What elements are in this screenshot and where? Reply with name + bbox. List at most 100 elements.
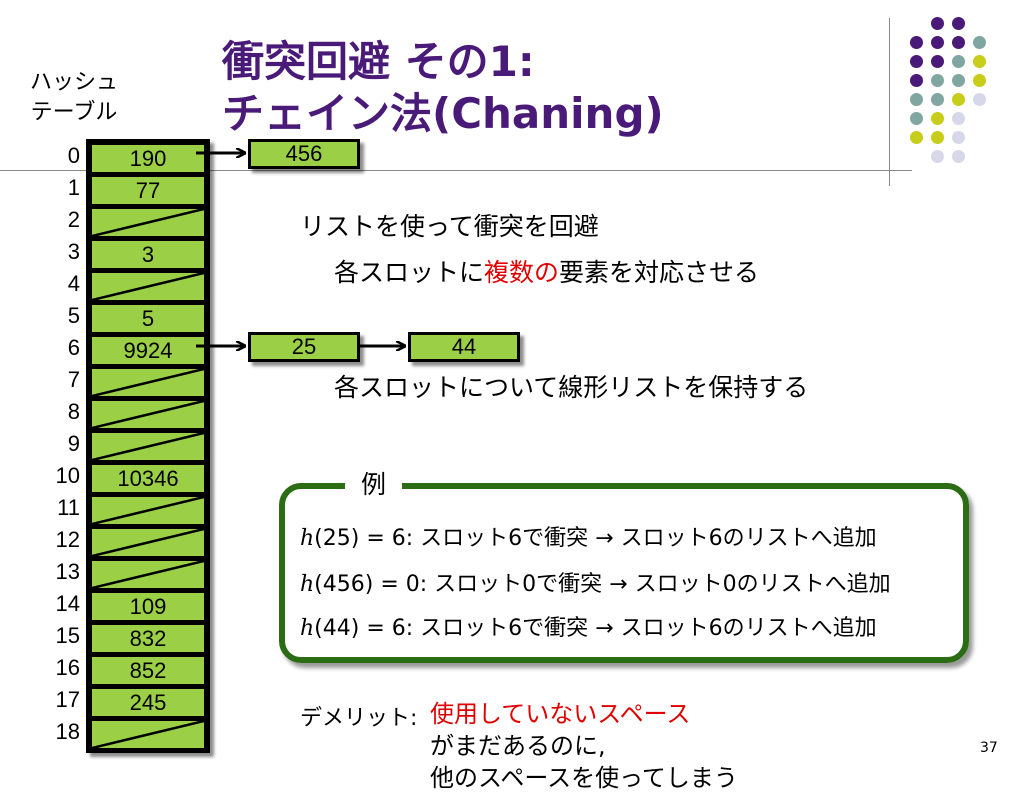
slot-index-3: 3	[67, 239, 80, 264]
hash-slot-12-empty	[92, 529, 204, 556]
demerit-label: デメリット:	[300, 706, 418, 731]
text-line-2-highlight: 複数の	[484, 258, 560, 287]
decorative-dot	[952, 131, 965, 144]
text-line-2-prefix: 各スロットに	[334, 258, 485, 287]
hash-slot-13-empty	[92, 561, 204, 588]
slot-index-1: 1	[67, 175, 80, 200]
slot-index-8: 8	[67, 399, 80, 424]
null-slash-icon	[92, 401, 204, 428]
null-slash-icon	[92, 273, 204, 300]
decorative-dot	[952, 93, 965, 106]
example-line-1: h(25) = 6: スロット6で衝突 → スロット6のリストへ追加	[300, 526, 877, 551]
slot-index-11: 11	[57, 495, 80, 520]
chain-arrows	[196, 0, 1024, 768]
hash-slot-0: 190	[92, 145, 204, 172]
slot-index-12: 12	[55, 527, 80, 552]
decorative-dot	[952, 112, 965, 125]
text-line-1: リストを使って衝突を回避	[300, 212, 599, 241]
demerit-line1: 使用していないスペースがまだあるのに,	[430, 700, 691, 760]
decorative-dot	[931, 150, 944, 163]
decorative-dot	[931, 74, 944, 87]
hash-slot-1: 77	[92, 177, 204, 204]
hash-table: 190 77 3 5 9924 10346 109 832 852 245	[86, 139, 210, 753]
slide-title-line1: 衝突回避 その1:	[222, 37, 535, 86]
example-title: 例	[345, 468, 403, 502]
hash-table-label-line1: ハッシュ	[29, 70, 118, 95]
slot-index-16: 16	[55, 655, 80, 680]
decorative-dot	[973, 93, 986, 106]
slot-index-17: 17	[55, 687, 80, 712]
slot-index-14: 14	[55, 591, 80, 616]
page-number: 37	[980, 740, 998, 756]
hash-slot-3: 3	[92, 241, 204, 268]
decorative-dot	[973, 74, 986, 87]
hash-slot-2-empty	[92, 209, 204, 236]
decorative-dot	[952, 74, 965, 87]
decorative-dot	[952, 17, 965, 30]
null-slash-icon	[92, 561, 204, 588]
slot-index-15: 15	[55, 623, 80, 648]
example-line-2: h(456) = 0: スロット0で衝突 → スロット0のリストへ追加	[300, 572, 891, 597]
decorative-dot	[931, 93, 944, 106]
hash-table-label: ハッシュ テーブル	[14, 68, 134, 128]
slot-index-4: 4	[67, 271, 80, 296]
example-line-3: h(44) = 6: スロット6で衝突 → スロット6のリストへ追加	[300, 616, 877, 641]
divider-vertical	[889, 18, 890, 186]
slot-index-5: 5	[67, 303, 80, 328]
text-line-2-suffix: 要素を対応させる	[559, 258, 760, 287]
hash-slot-17: 245	[92, 689, 204, 716]
decorative-dot	[910, 55, 923, 68]
hash-slot-10: 10346	[92, 465, 204, 492]
chain-node-slot6-2: 44	[408, 332, 520, 362]
decorative-dot	[973, 36, 986, 49]
divider-horizontal	[0, 170, 912, 171]
hash-slot-6: 9924	[92, 337, 204, 364]
decorative-dot	[910, 74, 923, 87]
hash-slot-5: 5	[92, 305, 204, 332]
example-box	[279, 483, 969, 663]
hash-slot-15: 832	[92, 625, 204, 652]
slot-index-10: 10	[55, 463, 80, 488]
decorative-dot	[910, 112, 923, 125]
hash-slot-11-empty	[92, 497, 204, 524]
text-line-3: 各スロットについて線形リストを保持する	[334, 373, 809, 402]
hash-slot-18-empty	[92, 721, 204, 748]
hash-slot-4-empty	[92, 273, 204, 300]
decorative-dot	[910, 36, 923, 49]
decorative-dot	[931, 17, 944, 30]
null-slash-icon	[92, 433, 204, 460]
slot-index-2: 2	[67, 207, 80, 232]
hash-slot-7-empty	[92, 369, 204, 396]
decorative-dot	[973, 55, 986, 68]
chain-node-slot6-1: 25	[248, 332, 360, 362]
hash-function-symbol: h	[300, 616, 315, 641]
demerit-line2: 他のスペースを使ってしまう	[430, 764, 738, 792]
decorative-dot	[931, 131, 944, 144]
null-slash-icon	[92, 369, 204, 396]
text-line-2: 各スロットに複数の要素を対応させる	[334, 253, 759, 289]
decorative-dot	[931, 36, 944, 49]
decorative-dot	[931, 55, 944, 68]
demerit-text: 使用していないスペースがまだあるのに, 他のスペースを使ってしまう	[430, 698, 738, 794]
null-slash-icon	[92, 529, 204, 556]
hash-slot-8-empty	[92, 401, 204, 428]
slot-index-18: 18	[55, 719, 80, 744]
hash-slot-9-empty	[92, 433, 204, 460]
slide-title-line2: チェイン法(Chaning)	[222, 89, 664, 138]
decorative-dot	[910, 93, 923, 106]
hash-slot-16: 852	[92, 657, 204, 684]
null-slash-icon	[92, 721, 204, 748]
null-slash-icon	[92, 497, 204, 524]
slide-title: 衝突回避 その1: チェイン法(Chaning)	[222, 36, 664, 140]
slot-index-9: 9	[67, 431, 80, 456]
chain-node-slot0-1: 456	[248, 139, 360, 169]
decorative-dot	[910, 131, 923, 144]
slot-index-0: 0	[67, 143, 80, 168]
slot-index-7: 7	[67, 367, 80, 392]
hash-function-symbol: h	[300, 572, 315, 597]
slot-index-13: 13	[55, 559, 80, 584]
hash-slot-14: 109	[92, 593, 204, 620]
hash-function-symbol: h	[300, 526, 315, 551]
decorative-dot	[952, 55, 965, 68]
